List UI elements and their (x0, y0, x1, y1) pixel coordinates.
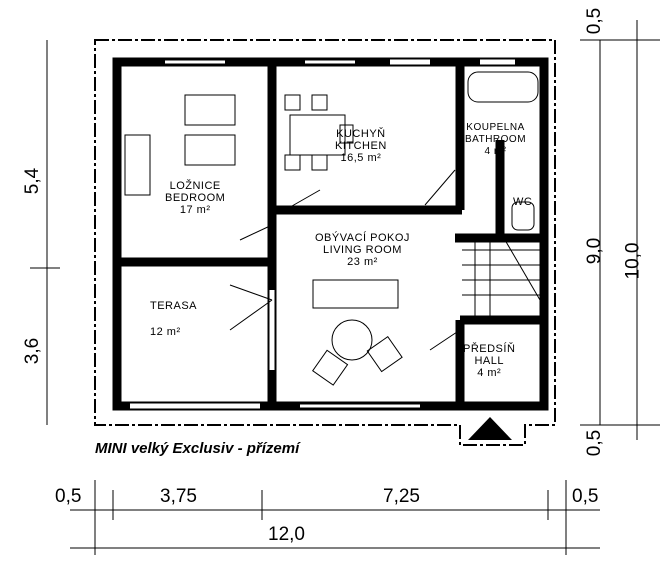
bathroom-name-cz: KOUPELNA (466, 122, 525, 133)
hall-name-cz: PŘEDSÍŇ (463, 343, 516, 355)
bathroom-name-en: BATHROOM (465, 134, 527, 145)
dim-left-1: 5,4 (22, 167, 44, 195)
entrance-arrow (468, 417, 512, 440)
dim-right-total: 10,0 (622, 242, 644, 280)
bedroom-name-en: BEDROOM (165, 192, 226, 204)
dim-bottom-1: 0,5 (55, 486, 82, 507)
terrace-area: 12 m² (150, 326, 181, 338)
living-area: 23 m² (347, 256, 378, 268)
bedroom-area: 17 m² (179, 204, 211, 216)
dim-bottom-2: 3,75 (160, 486, 197, 507)
kitchen-name-en: KITCHEN (335, 140, 387, 152)
terrace-name: TERASA (150, 300, 198, 312)
bathroom-area: 4 m² (484, 146, 507, 157)
dim-right-bottom: 0,5 (584, 429, 606, 457)
dim-left-2: 3,6 (22, 337, 44, 365)
kitchen-name-cz: KUCHYŇ (336, 128, 386, 140)
bedroom-name-cz: LOŽNICE (169, 180, 221, 192)
staircase (462, 239, 541, 318)
plot-outline (94, 39, 556, 446)
dim-right-top: 0,5 (584, 7, 606, 35)
hall-name-en: HALL (474, 355, 504, 367)
plan-title: MINI velký Exclusiv - přízemí (95, 440, 300, 457)
dim-bottom-total: 12,0 (268, 524, 305, 545)
living-name-en: LIVING ROOM (323, 244, 402, 256)
hall-area: 4 m² (477, 367, 502, 379)
terrace-label: TERASA 12 m² (150, 300, 197, 338)
dim-right-mid: 9,0 (584, 237, 606, 265)
dimension-lines (30, 20, 660, 555)
living-name-cz: OBÝVACÍ POKOJ (315, 232, 410, 244)
kitchen-area: 16,5 m² (340, 152, 382, 164)
wc-label: WC (513, 196, 533, 208)
dim-bottom-3: 7,25 (383, 486, 420, 507)
dim-bottom-4: 0,5 (572, 486, 599, 507)
